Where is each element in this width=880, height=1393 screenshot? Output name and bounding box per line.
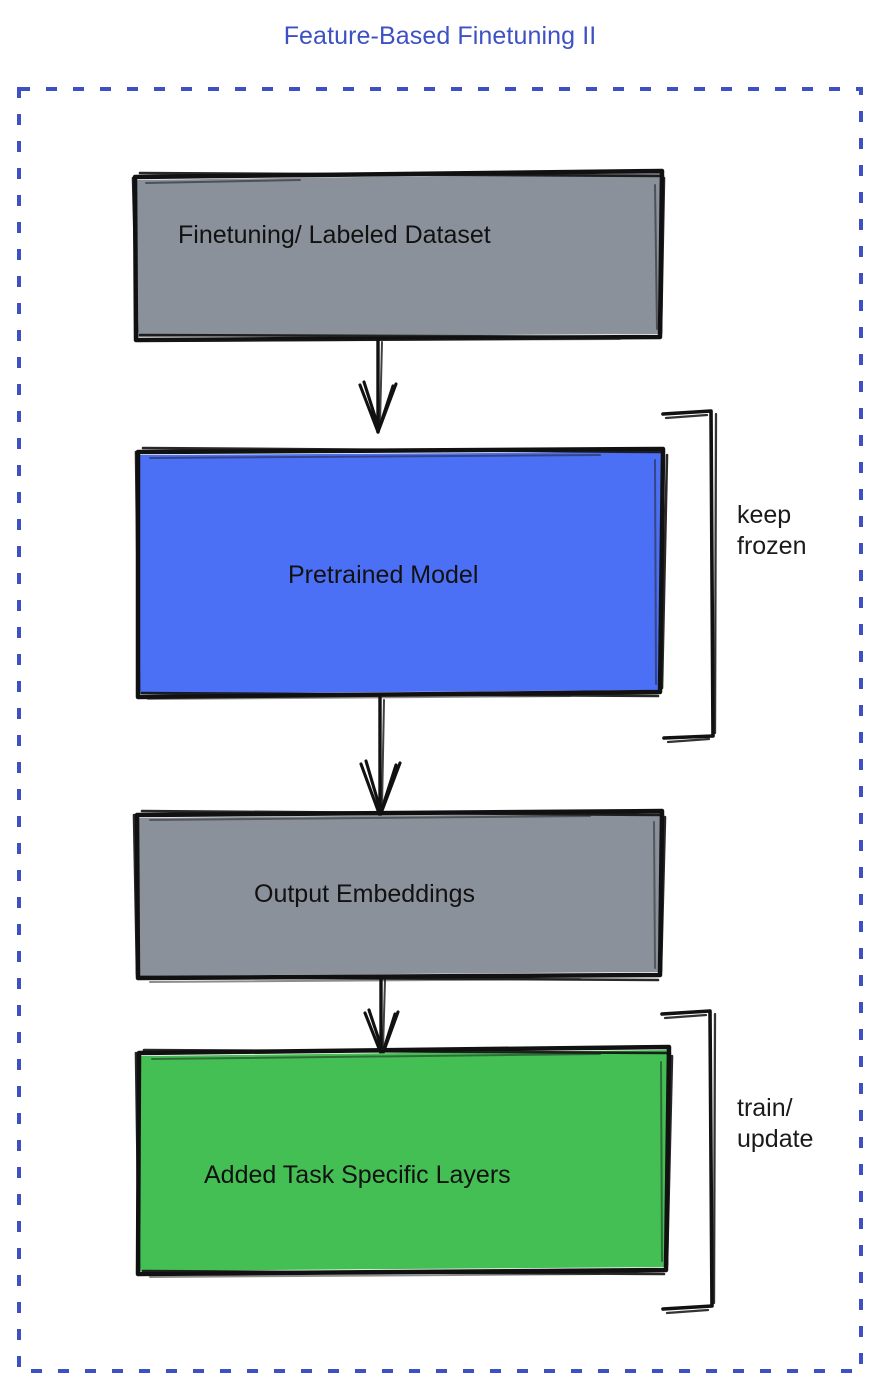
node-dataset-fill [137, 173, 661, 337]
node-layers-sketch-stroke [134, 1048, 674, 1276]
node-dataset[interactable] [131, 168, 666, 343]
bracket-train-update-shape [660, 1009, 714, 1311]
page-title: Feature-Based Finetuning II [283, 22, 597, 50]
node-model-sketch-stroke2 [147, 454, 657, 700]
annotation-train-update-label: train/ update [737, 1094, 814, 1153]
edge-model-to-embeddings-line-sketch [381, 699, 385, 809]
node-layers-sketch-stroke2 [149, 1053, 663, 1278]
bracket-keep-frozen-sketch [664, 412, 718, 744]
edge-dataset-to-model-arrowhead [358, 380, 398, 434]
node-dataset-sketch-stroke2 [145, 179, 658, 342]
bracket-keep-frozen [661, 409, 718, 744]
edge-embeddings-to-layers-line-sketch [382, 979, 386, 1051]
node-model-sketch-stroke [134, 446, 669, 698]
node-embeddings-sketch-stroke [132, 809, 667, 982]
edge-model-to-embeddings [359, 695, 402, 818]
node-model-fill [140, 452, 661, 694]
bracket-train-update [660, 1009, 717, 1315]
node-embeddings-outline [134, 808, 665, 981]
edge-embeddings-to-layers [363, 976, 400, 1058]
node-dataset-sketch-stroke [131, 171, 666, 339]
node-layers-fill [140, 1050, 668, 1271]
node-embeddings-fill [139, 813, 660, 976]
node-embeddings[interactable] [132, 808, 667, 983]
bracket-keep-frozen-shape [661, 409, 715, 740]
bracket-train-update-sketch [663, 1012, 717, 1315]
node-model[interactable] [134, 446, 669, 700]
diagram-frame [17, 87, 863, 1373]
edge-dataset-to-model-line-sketch [379, 341, 383, 425]
node-layers[interactable] [134, 1044, 674, 1278]
node-embeddings-sketch-stroke2 [149, 815, 656, 983]
annotation-keep-frozen-label: keep frozen [737, 501, 807, 560]
edge-dataset-to-model [358, 338, 398, 434]
